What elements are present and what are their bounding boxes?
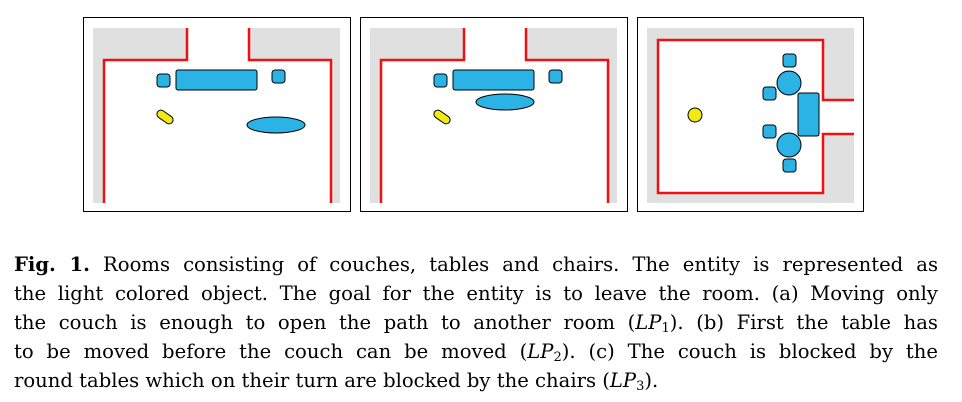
- wall-right: [524, 28, 610, 203]
- caption-line-4: to be moved before the couch can be move…: [14, 337, 938, 366]
- couch: [452, 69, 535, 91]
- caption-text: ). (c) The couch is blocked by the: [561, 340, 938, 363]
- chair: [762, 124, 777, 139]
- caption-line-1: Fig. 1. Rooms consisting of couches, tab…: [14, 250, 938, 279]
- figure-label: Fig. 1.: [14, 253, 90, 276]
- caption-text: the couch is enough to open the path to …: [14, 311, 636, 334]
- caption-line-3: the couch is enough to open the path to …: [14, 308, 938, 337]
- lp-symbol: LP: [609, 369, 637, 392]
- room-walls: [656, 38, 854, 195]
- caption-text: ).: [644, 369, 659, 392]
- round-table: [776, 70, 802, 96]
- entity: [156, 109, 174, 125]
- oval-table: [246, 116, 306, 134]
- room-c-drawing: [647, 28, 854, 203]
- chair: [271, 69, 286, 84]
- lp-subscript: 2: [553, 350, 562, 365]
- lp-symbol: LP: [527, 340, 554, 363]
- lp-subscript: 3: [636, 379, 645, 394]
- room-b-drawing: [370, 28, 617, 203]
- caption-text: ). (b) First the table has: [669, 311, 938, 334]
- couch: [797, 92, 820, 137]
- lp-subscript: 1: [661, 321, 670, 336]
- caption-text: round tables which on their turn are blo…: [14, 369, 610, 392]
- chair: [433, 73, 448, 88]
- wall-left: [379, 28, 466, 203]
- chair: [548, 69, 563, 84]
- chair: [156, 73, 171, 88]
- figure-caption: Fig. 1. Rooms consisting of couches, tab…: [14, 250, 938, 395]
- room-a-drawing: [93, 28, 340, 203]
- chair: [782, 158, 797, 173]
- caption-text: Rooms consisting of couches, tables and …: [103, 253, 938, 276]
- room-a-panel: [83, 17, 351, 212]
- couch: [175, 69, 258, 91]
- entity: [433, 109, 451, 125]
- chair: [782, 53, 797, 68]
- caption-line-5: round tables which on their turn are blo…: [14, 366, 938, 395]
- oval-table: [475, 93, 535, 111]
- caption-text: the light colored object. The goal for t…: [14, 282, 938, 305]
- lp-symbol: LP: [635, 311, 662, 334]
- chair: [762, 86, 777, 101]
- caption-line-2: the light colored object. The goal for t…: [14, 279, 938, 308]
- caption-text: to be moved before the couch can be move…: [14, 340, 528, 363]
- wall-right: [247, 28, 333, 203]
- room-b-panel: [360, 17, 628, 212]
- entity: [687, 107, 703, 123]
- wall-left: [102, 28, 189, 203]
- round-table: [776, 132, 802, 158]
- room-c-panel: [637, 17, 864, 212]
- room-interior: [658, 40, 854, 193]
